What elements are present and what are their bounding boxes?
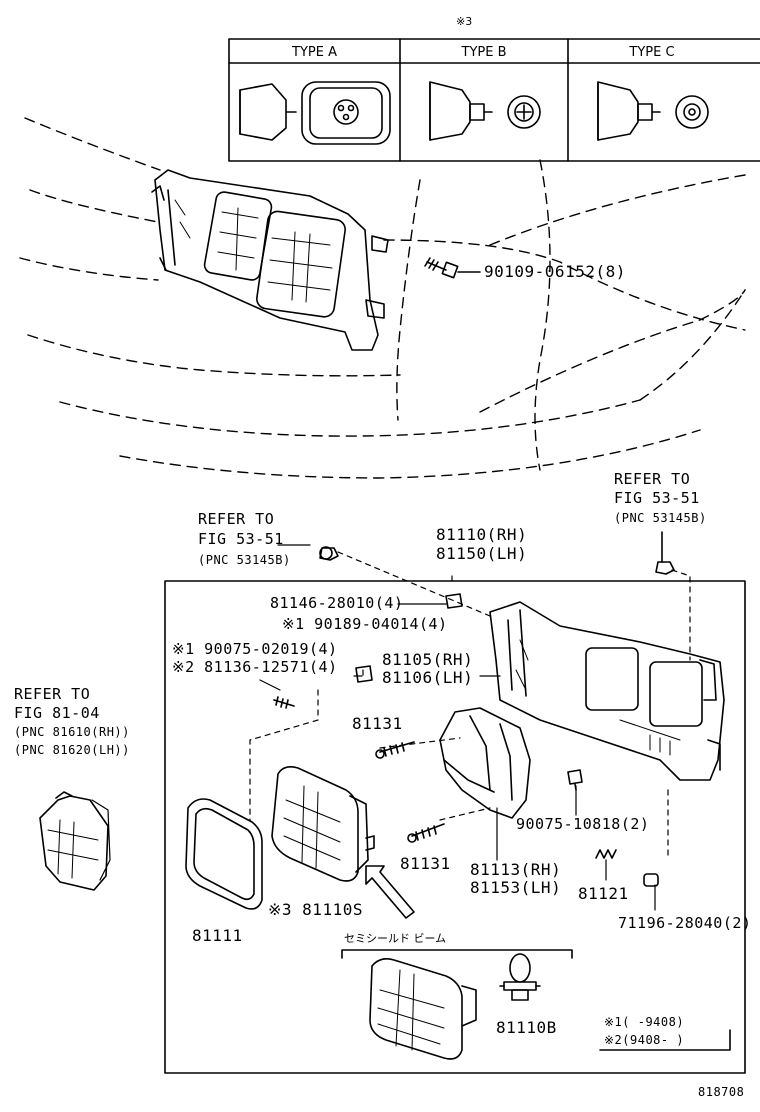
refer-left-top-line3: (PNC 53145B) — [198, 553, 291, 567]
refer-side-line1: REFER TO — [14, 685, 91, 703]
type-table — [228, 38, 760, 162]
housing-81105-drawing — [489, 601, 725, 781]
grommet-71196-icon — [643, 873, 659, 887]
callout-adj-screw-lower: 81131 — [400, 854, 451, 873]
headlamp-assembly-installed — [151, 169, 389, 351]
callout-bracket-rh: 81113(RH) — [470, 860, 562, 879]
refer-side-line4: (PNC 81620(LH)) — [14, 743, 130, 757]
callout-bracket-screw: 90075-10818(2) — [516, 815, 650, 833]
refer-side-line3: (PNC 81610(RH)) — [14, 725, 130, 739]
refer-left-top-line2: FIG 53-51 — [198, 530, 284, 548]
sealed-beam-81110s-drawing — [271, 766, 375, 882]
callout-screw-2: ※2 81136-12571(4) — [172, 658, 338, 676]
screw-90075-02019-icon — [273, 696, 295, 709]
vehicle-body-outline — [19, 117, 746, 479]
spring-81121-icon — [595, 849, 617, 859]
refer-right-top-line3: (PNC 53145B) — [614, 511, 707, 525]
date-note-2: ※2(9408- ) — [604, 1033, 685, 1047]
callout-grommet: 71196-28040(2) — [618, 914, 752, 932]
diagram-number: 818708 — [698, 1085, 745, 1099]
type-table-note-mark: ※3 — [456, 15, 473, 28]
adjusting-screw-lower-icon — [407, 823, 445, 843]
callout-screw-1: ※1 90075-02019(4) — [172, 640, 338, 658]
date-note-bracket — [599, 1029, 731, 1051]
refer-right-top-line2: FIG 53-51 — [614, 489, 700, 507]
clip-81146-icon — [445, 593, 463, 609]
callout-rim: 81111 — [192, 926, 243, 945]
type-b-lamp-icon — [429, 81, 541, 141]
callout-halogen-bulb: 81110B — [496, 1018, 557, 1037]
refer-side-line2: FIG 81-04 — [14, 704, 100, 722]
nut-90189-icon — [355, 665, 373, 683]
callout-screw-top: 90109-06152(8) — [484, 262, 626, 281]
callout-housing-lh: 81106(LH) — [382, 668, 474, 687]
refer-right-top-line1: REFER TO — [614, 470, 691, 488]
type-c-header: TYPE C — [629, 45, 675, 60]
rim-81111-drawing — [185, 798, 263, 910]
halogen-bulb-81110b-icon — [499, 953, 541, 1001]
halogen-lamp-drawing — [369, 958, 477, 1060]
halogen-label: セミシールド ビーム — [344, 932, 447, 945]
type-c-lamp-icon — [597, 81, 709, 141]
callout-assy-rh: 81110(RH) — [436, 525, 528, 544]
assembly-frame — [164, 580, 746, 1074]
screw-90109-icon — [424, 257, 481, 279]
callout-bracket-lh: 81153(LH) — [470, 878, 562, 897]
type-a-header: TYPE A — [292, 45, 337, 60]
adjusting-screw-upper-icon — [375, 741, 415, 759]
type-a-lamp-icon — [239, 81, 391, 145]
callout-nut-1: ※1 90189-04014(4) — [282, 615, 448, 633]
screw-90075-10818-icon — [567, 769, 583, 791]
callout-housing-rh: 81105(RH) — [382, 650, 474, 669]
hollow-arrow-icon — [365, 865, 415, 919]
callout-assy-lh: 81150(LH) — [436, 544, 528, 563]
callout-sealed-beam: ※3 81110S — [268, 900, 363, 919]
date-note-1: ※1( -9408) — [604, 1015, 685, 1029]
halogen-bracket-line — [341, 949, 573, 959]
callout-adj-screw-upper: 81131 — [352, 714, 403, 733]
type-b-header: TYPE B — [461, 45, 507, 60]
bolt-53145b-left-icon — [319, 546, 339, 561]
bolt-53145b-right-icon — [655, 531, 675, 575]
bracket-81113-drawing — [439, 707, 531, 819]
leader-lines — [249, 544, 691, 911]
side-lamp-drawing — [39, 791, 111, 891]
callout-clip: 81146-28010(4) — [270, 594, 404, 612]
refer-left-top-line1: REFER TO — [198, 510, 275, 528]
callout-spring: 81121 — [578, 884, 629, 903]
